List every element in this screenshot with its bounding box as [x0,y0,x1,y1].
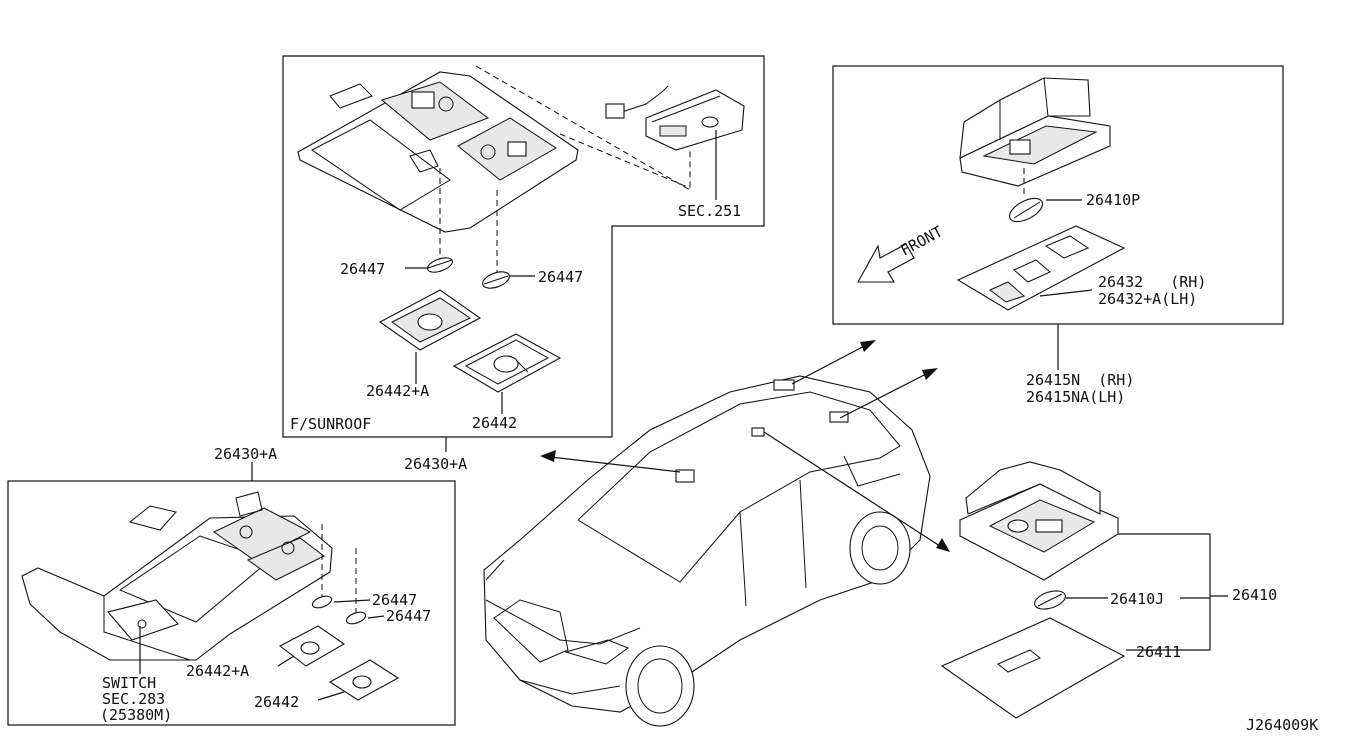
std-bulb-1-icon [311,595,333,609]
sunroof-switch-connector [605,85,745,151]
leader-sd2 [367,615,385,619]
room-lens-icon [940,617,1126,719]
rear-bulb-icon [1009,197,1043,223]
switch-label: SWITCH [102,674,156,692]
rear-assy-rh-label: 26415N (RH) [1026,371,1134,389]
rear-lens-lh-label: 26432+A(LH) [1098,290,1197,308]
vehicle-illustration [483,375,931,727]
sunroof-caption: F/SUNROOF [290,415,371,433]
leader-sd4 [317,691,345,701]
std-bulb-1-label: 26447 [372,591,417,609]
room-lens-label: 26411 [1136,643,1181,661]
sunroof-bulb-right-label: 26447 [538,268,583,286]
std-bulb-2-label: 26447 [386,607,431,625]
front-label: FRONT [897,222,945,259]
arrows [540,340,950,552]
std-lens-label: 26442 [254,693,299,711]
room-lamp-label: 26410 [1232,586,1277,604]
room-lamp-housing [959,461,1119,581]
std-lens-a-label: 26442+A [186,662,249,680]
sunroof-bulb-right-icon [482,271,510,289]
switch-sec-label: SEC.283 [102,690,165,708]
sunroof-assy-label: 26430+A [404,455,467,473]
rear-lamp-housing [959,77,1111,187]
leader-r2 [1039,289,1093,297]
sunroof-map-lamp-housing [297,71,579,233]
sunroof-lens-icon [452,333,562,393]
std-lens-a-icon [278,625,346,667]
standard-lamp-housing [21,491,333,661]
sunroof-panel-frame [282,55,765,438]
leader-room [1118,533,1211,651]
sunroof-lens-a-label: 26442+A [366,382,429,400]
sunroof-bulb-left-icon [427,257,453,273]
rear-lens-icon [956,225,1126,311]
diagram-code: J264009K [1246,716,1318,734]
std-lens-icon [328,659,400,701]
room-bulb-label: 26410J [1110,590,1164,608]
rear-assy-lh-label: 26415NA(LH) [1026,388,1125,406]
std-bulb-2-icon [345,611,367,625]
sunroof-dashed-lead-3 [475,65,691,191]
rear-lens-rh-label: 26432 (RH) [1098,273,1206,291]
sunroof-lens-label: 26442 [472,414,517,432]
sunroof-bulb-left-label: 26447 [340,260,385,278]
standard-lamp-panel-frame [7,480,456,726]
leader-sd1 [333,599,371,603]
room-bulb-icon [1034,590,1066,610]
rear-bulb-label: 26410P [1086,191,1140,209]
std-assy-label: 26430+A [214,445,277,463]
sunroof-dashed-lead-4 [559,133,691,189]
front-arrow-icon [857,243,915,283]
switch-part-label: (25380M) [100,706,172,724]
sunroof-lens-a-icon [378,289,482,351]
sunroof-sec-label: SEC.251 [678,202,741,220]
leader-sd3 [277,655,295,667]
